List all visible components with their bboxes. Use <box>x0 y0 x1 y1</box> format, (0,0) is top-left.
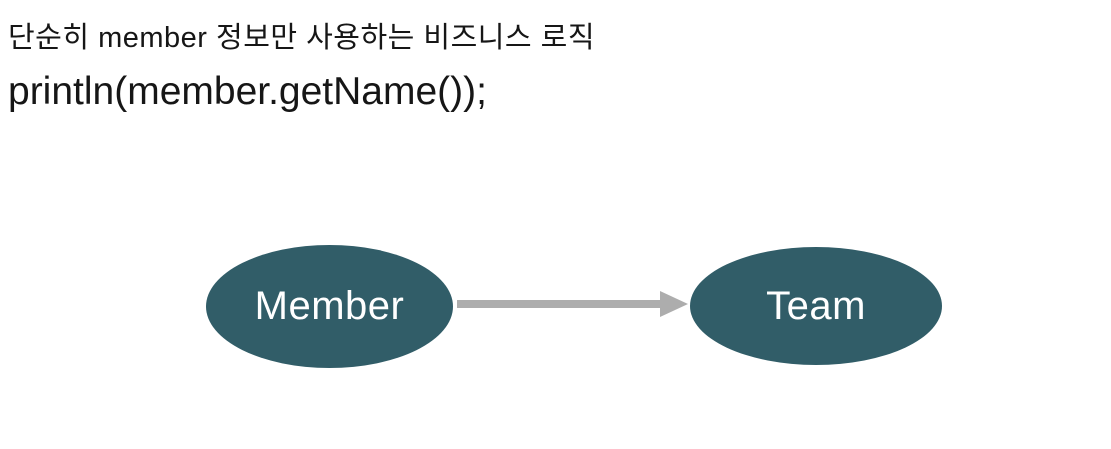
node-member-label: Member <box>254 284 405 328</box>
code-line: println(member.getName()); <box>8 70 487 113</box>
relationship-diagram: Member Team <box>0 200 1111 449</box>
member-to-team-arrow <box>457 291 688 317</box>
caption-korean-text: 단순히 member 정보만 사용하는 비즈니스 로직 <box>8 22 596 54</box>
node-member: Member <box>206 245 453 368</box>
node-team: Team <box>690 247 942 365</box>
node-team-label: Team <box>766 283 866 328</box>
arrow-head-icon <box>660 291 688 317</box>
